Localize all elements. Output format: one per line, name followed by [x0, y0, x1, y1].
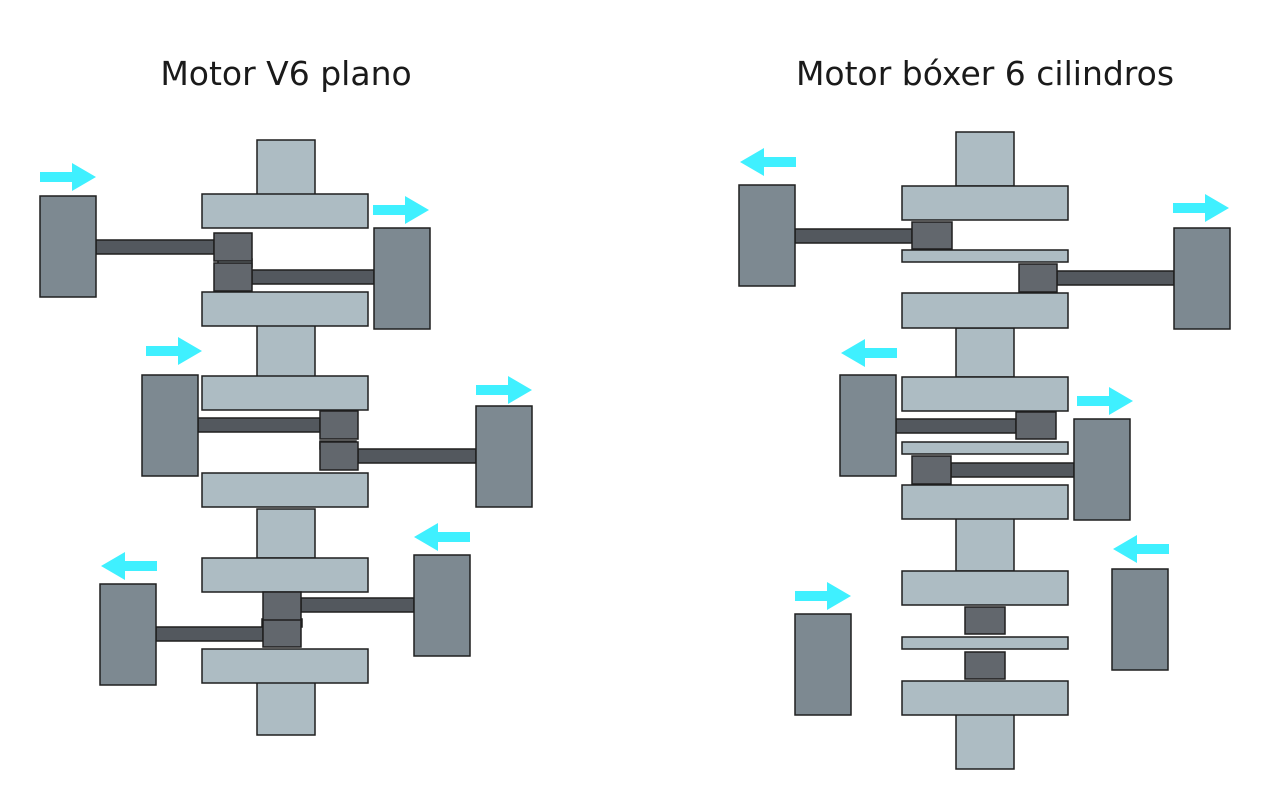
v6-crank-pin: [213, 232, 253, 262]
v6-crank-pin: [262, 618, 302, 648]
boxer-crank-pin: [964, 651, 1006, 680]
v6-connecting-rod: [357, 448, 477, 464]
boxer-crank-web: [901, 680, 1069, 716]
boxer-crank-pin: [1015, 411, 1057, 440]
v6-crankshaft-segment: [256, 324, 316, 378]
boxer-crank-web: [901, 484, 1069, 520]
boxer-6-diagram: [738, 131, 1231, 770]
boxer-motion-arrow: [795, 582, 851, 610]
v6-motion-arrow: [101, 552, 157, 580]
v6-crank-web: [201, 557, 369, 593]
v6-piston: [413, 554, 471, 657]
v6-motion-arrow: [476, 376, 532, 404]
boxer-crank-web: [901, 636, 1069, 650]
boxer-motion-arrow: [740, 148, 796, 176]
v6-crank-pin: [262, 591, 302, 621]
boxer-crank-pin: [911, 221, 953, 250]
v6-crankshaft-segment: [256, 680, 316, 736]
boxer-piston: [1073, 418, 1131, 521]
v6-piston: [475, 405, 533, 508]
boxer-piston: [738, 184, 796, 287]
boxer-crank-pin: [911, 455, 952, 485]
v6-motion-arrow: [373, 196, 429, 224]
v6-crank-web: [201, 193, 369, 229]
v6-crank-web: [201, 291, 369, 327]
boxer-crank-web: [901, 376, 1069, 412]
v6-motion-arrow: [40, 163, 96, 191]
boxer-crankshaft-segment: [955, 327, 1015, 378]
v6-crank-web: [201, 375, 369, 411]
v6-motion-arrow: [414, 523, 470, 551]
boxer-6-title: Motor bóxer 6 cilindros: [795, 54, 1175, 93]
boxer-motion-arrow: [1173, 194, 1229, 222]
flat-v6-diagram: [39, 139, 533, 736]
flat-v6-title: Motor V6 plano: [160, 54, 412, 93]
boxer-motion-arrow: [841, 339, 897, 367]
boxer-crank-web: [901, 441, 1069, 455]
v6-crank-pin: [213, 262, 253, 292]
boxer-piston: [794, 613, 852, 716]
v6-connecting-rod: [197, 417, 321, 433]
v6-connecting-rod: [95, 239, 215, 255]
v6-connecting-rod: [155, 626, 264, 642]
boxer-crankshaft-segment: [955, 131, 1015, 187]
v6-piston: [99, 583, 157, 686]
boxer-motion-arrow: [1113, 535, 1169, 563]
boxer-crankshaft-segment: [955, 713, 1015, 770]
boxer-piston: [1173, 227, 1231, 330]
v6-crank-pin: [319, 410, 359, 440]
boxer-crank-web: [901, 292, 1069, 329]
boxer-crankshaft-segment: [955, 517, 1015, 572]
boxer-connecting-rod: [950, 462, 1075, 478]
v6-crank-web: [201, 472, 369, 508]
boxer-piston: [1111, 568, 1169, 671]
v6-piston: [141, 374, 199, 477]
v6-crankshaft-segment: [256, 508, 316, 559]
boxer-crank-pin: [964, 606, 1006, 635]
boxer-crank-web: [901, 570, 1069, 606]
boxer-connecting-rod: [1056, 270, 1175, 286]
v6-connecting-rod: [251, 269, 375, 285]
boxer-connecting-rod: [794, 228, 913, 244]
boxer-crank-web: [901, 249, 1069, 263]
boxer-connecting-rod: [895, 418, 1017, 434]
v6-crank-web: [201, 648, 369, 684]
boxer-crank-pin: [1018, 263, 1058, 293]
v6-piston: [39, 195, 97, 298]
v6-crank-pin: [319, 441, 359, 471]
v6-motion-arrow: [146, 337, 202, 365]
boxer-piston: [839, 374, 897, 477]
v6-crankshaft-segment: [256, 139, 316, 197]
v6-connecting-rod: [300, 597, 415, 613]
boxer-crank-web: [901, 185, 1069, 221]
boxer-motion-arrow: [1077, 387, 1133, 415]
v6-piston: [373, 227, 431, 330]
